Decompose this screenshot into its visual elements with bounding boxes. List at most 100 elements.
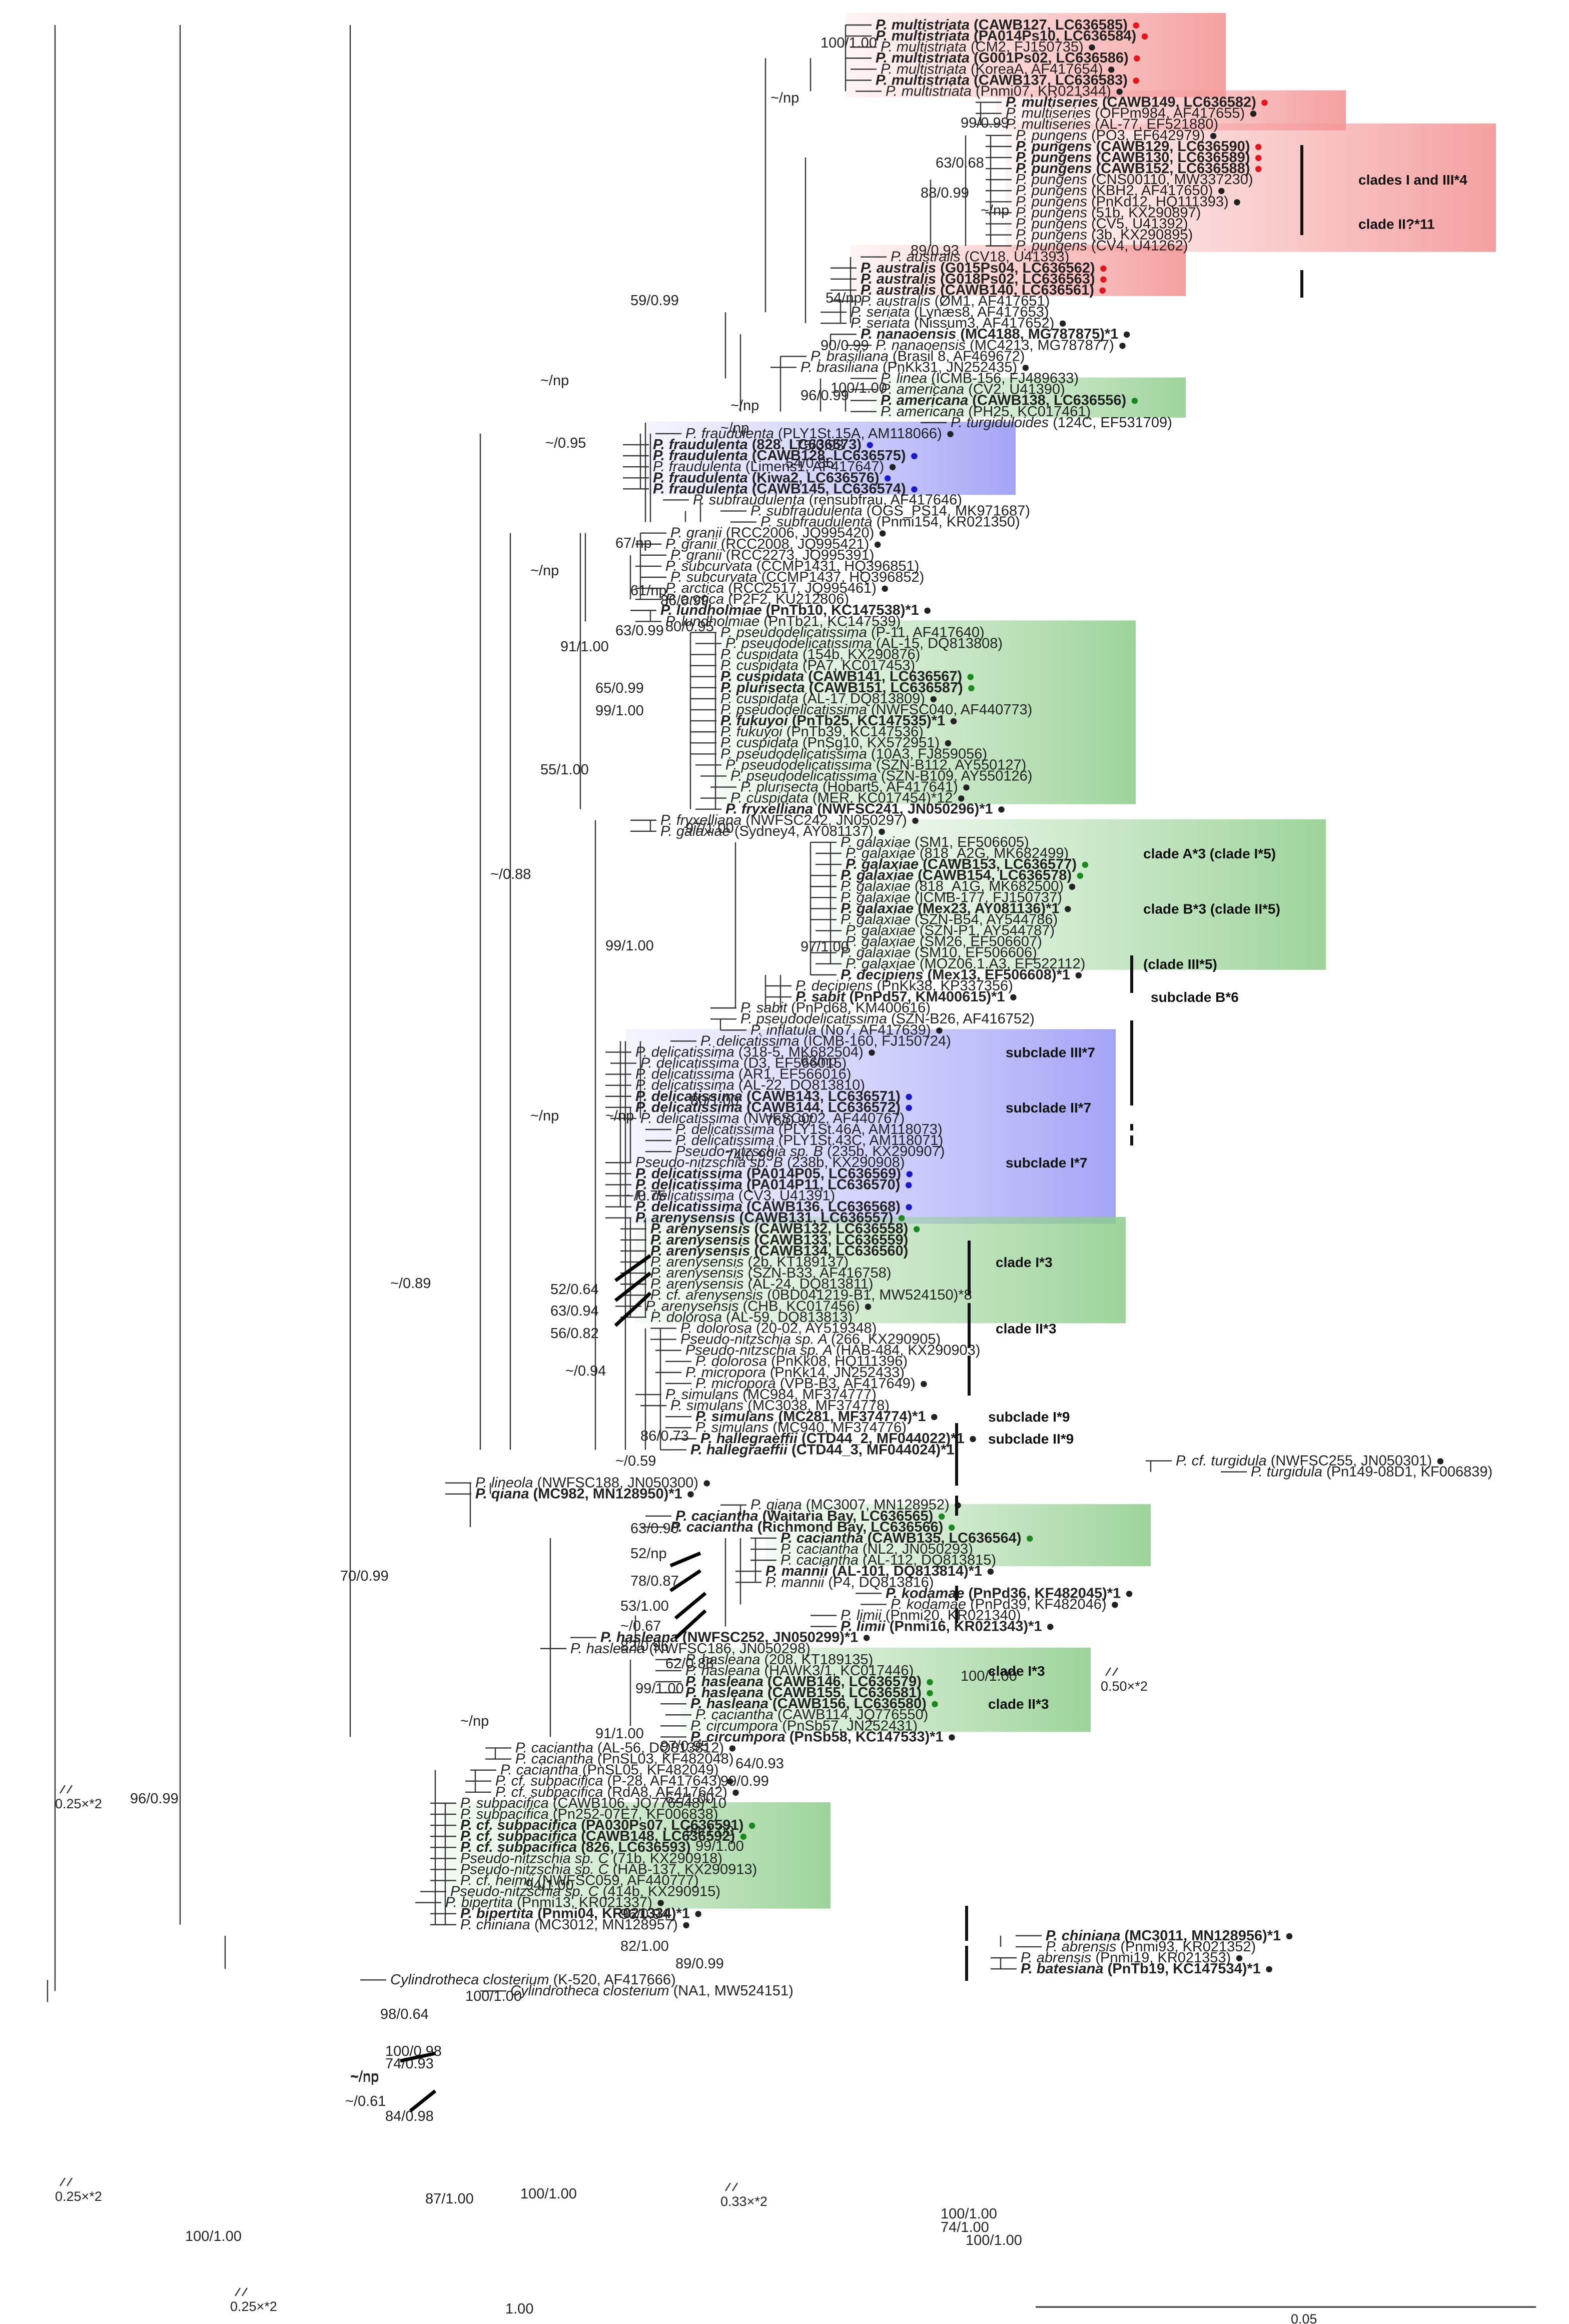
species-epithet: lineola [491, 1475, 537, 1491]
sequence-dot: ● [1256, 95, 1269, 111]
support-value: 99/1.00 [695, 1838, 744, 1854]
strain-accession: (ØM1, AF417651) [935, 293, 1050, 309]
species-epithet: inflatula [766, 1022, 821, 1038]
support-value: 100/1.00 [821, 35, 877, 51]
strain-accession: (PnTb25, KC147535)*1 [792, 713, 945, 729]
species-epithet: abrensis [1062, 1939, 1121, 1955]
genus-abbrev: P. [650, 1221, 666, 1237]
tip-label: P. fraudulenta (Kiwa2, LC636576) ● [653, 470, 892, 486]
support-value: 55/1.00 [540, 762, 589, 778]
support-value: 99/0.99 [720, 1773, 769, 1789]
species-epithet: caciantha [797, 1552, 863, 1568]
tip-label: P. pungens (CAWB152, LC636588) ● [1016, 161, 1263, 177]
tip-label: P. galaxiae (818_A1G, MK682500) ● [841, 878, 1077, 894]
species-epithet: Pseudo-nitzschia sp. B [675, 1143, 827, 1159]
genus-abbrev: P. [650, 1254, 666, 1270]
strain-accession: (CV3, U41391) [738, 1188, 835, 1204]
support-value: ~/0.88 [490, 866, 531, 882]
strain-accession: (RCC2008, JQ995421) [721, 536, 870, 552]
sequence-dot: ● [908, 1221, 921, 1237]
genus-abbrev: P. [670, 1398, 686, 1414]
genus-abbrev: P. [1016, 238, 1032, 254]
species-epithet: hasleana [701, 1685, 767, 1701]
species-epithet: galaxiae [857, 889, 915, 905]
genus-abbrev: P. [495, 1773, 511, 1789]
tip-label: P. dolorosa (20-02, AY519348) [680, 1320, 877, 1336]
tip-label: P. pungens (CV4, U41262) [1016, 238, 1188, 254]
strain-accession: (CAWB134, LC636560) [754, 1243, 908, 1259]
genus-abbrev: P. [780, 1552, 797, 1568]
species-epithet: arenysensis [666, 1221, 754, 1237]
strain-accession: (CV2, U41390) [968, 382, 1065, 398]
tip-label: P. arenysensis (CHB, KC017456) ● [645, 1298, 873, 1314]
clade-label: subclade III*7 [1006, 1044, 1095, 1060]
strain-accession: (CV5, U41392) [1091, 216, 1188, 232]
support-value: 86/0.73 [640, 1428, 689, 1444]
species-epithet: pseudodelicatissima [741, 635, 876, 651]
strain-accession: (CAWB132, LC636558) [754, 1221, 908, 1237]
genus-abbrev: P. [876, 337, 892, 353]
species-epithet: americana [897, 393, 973, 409]
genus-abbrev: P. [720, 735, 736, 751]
strain-accession: (Sydney4, AY081137) [734, 823, 874, 839]
species-epithet: subfraudulenta [776, 514, 877, 530]
tip-label: P. dolorosa (PnKk08, HQ111396) [695, 1354, 908, 1370]
sequence-dot: ● [682, 1486, 695, 1502]
genus-abbrev: P. [495, 1784, 511, 1800]
species-epithet: Cylindrotheca closterium [510, 1983, 673, 1999]
tip-label: Pseudo-nitzschia sp. C (71b, KX290918) [460, 1850, 722, 1866]
strain-accession: (G015Ps04, LC636562) [940, 260, 1095, 276]
strain-accession: (Pnmi93, KR021352) [1120, 1939, 1256, 1955]
clade-highlight-box [625, 1029, 1116, 1224]
genus-abbrev: P. [740, 1000, 756, 1016]
genus-abbrev: P. [841, 834, 857, 850]
tip-label: P. granii (RCC2008, JQ995421) ● [665, 536, 882, 552]
tip-label: P. galaxiae (SM1, EF506605) [841, 834, 1029, 850]
genus-abbrev: P. [841, 911, 857, 927]
support-value: ~/np [730, 398, 759, 414]
genus-abbrev: P. [685, 426, 701, 442]
strain-accession: (ICMB-160, FJ150724) [804, 1033, 951, 1049]
genus-abbrev: P. [685, 1674, 701, 1690]
genus-abbrev: P. [750, 1022, 766, 1038]
strain-accession: (SZN-B26, AF416752) [891, 1011, 1035, 1027]
sequence-dot: ● [678, 1917, 691, 1933]
species-epithet: delicatissima [651, 1177, 746, 1193]
tip-label: P. multistriata (Pnmi07, KR021344) ● [886, 83, 1124, 99]
genus-abbrev: P. [876, 50, 892, 66]
species-epithet: pseudodelicatissima [756, 1011, 891, 1027]
genus-abbrev: P. [650, 1265, 666, 1281]
support-value: 91/1.00 [595, 1726, 644, 1742]
species-epithet: hasleana [701, 1652, 764, 1668]
genus-abbrev: P. [1016, 194, 1032, 210]
genus-abbrev: P. [725, 635, 741, 651]
strain-accession: (818_A2G, MK682499) [920, 845, 1069, 861]
tip-label: P. cf. subpacifica (826, LC636593) [460, 1839, 690, 1855]
tip-label: P. brasiliana (Brasil 8, AF469672) [811, 348, 1025, 364]
tip-label: P. lineola (NWFSC188, JN050300) ● [475, 1475, 711, 1491]
tip-label: P. fukuyoi (PnTb39, KC147536) [720, 724, 924, 740]
strain-accession: (OGS_PS14, MK971687) [867, 503, 1030, 519]
genus-abbrev: P. [460, 1917, 476, 1933]
strain-accession: (NWFSC186, JN050298) [649, 1641, 811, 1657]
genus-abbrev: P. [640, 1110, 656, 1126]
tip-label: P. multistriata (CM2, FJ150735) ● [881, 39, 1096, 55]
strain-accession: (G001Ps02, LC636586) [974, 50, 1129, 66]
species-epithet: arctica [681, 580, 728, 596]
species-epithet: brasiliana [817, 359, 883, 375]
tip-label: P. hasleana (NWFSC186, JN050298) [570, 1641, 811, 1657]
sequence-dot: ● [958, 779, 971, 795]
sequence-dot: ● [727, 1784, 740, 1800]
tip-label: P. caciantha (AL-112, DQ813815) [780, 1552, 996, 1568]
highlight-boxes [440, 13, 1496, 1909]
clade-label: clade II?*11 [1358, 216, 1435, 232]
sequence-dot: ● [943, 1519, 956, 1535]
tip-label: P. arenysensis (CAWB134, LC636560) [650, 1243, 908, 1259]
species-epithet: granii [686, 525, 726, 541]
species-epithet: subcurvata [681, 558, 756, 574]
tip-label: P. caciantha (Richmond Bay, LC636566) ● [670, 1519, 956, 1535]
support-value: 63/np [801, 1053, 837, 1069]
tip-label: P. turgidula (Pn149-08D1, KF006839) [1251, 1464, 1492, 1480]
genus-abbrev: P. [460, 1872, 476, 1888]
